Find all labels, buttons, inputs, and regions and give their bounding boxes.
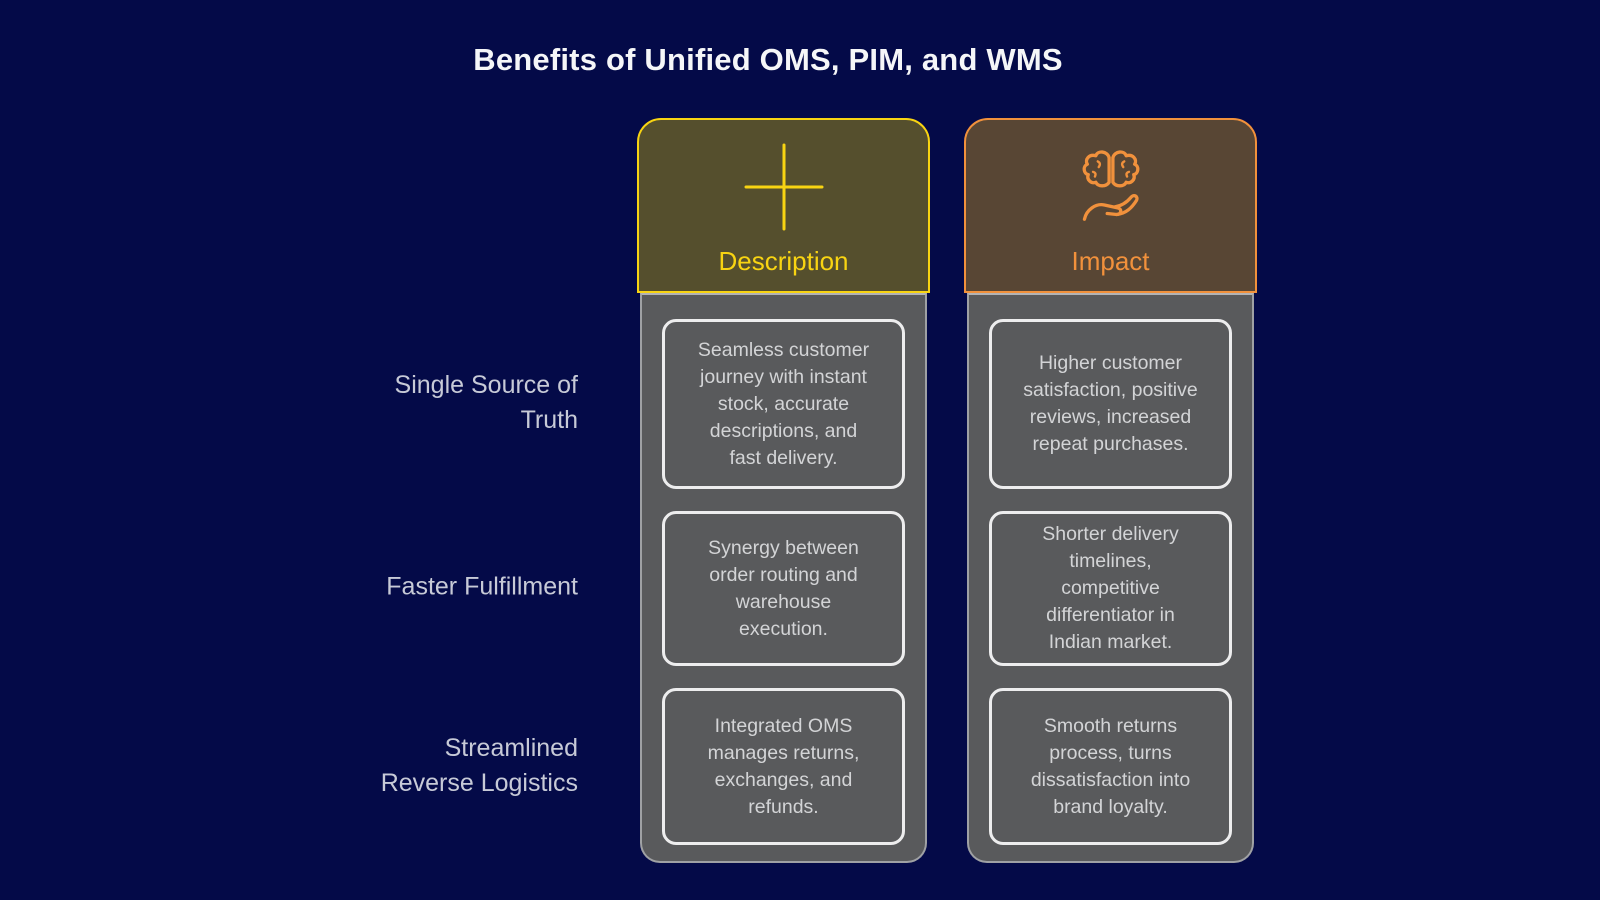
cell-description-faster-fulfillment: Synergy between order routing and wareho… bbox=[662, 511, 905, 666]
description-header: Description bbox=[637, 118, 930, 293]
cell-impact-faster-fulfillment: Shorter delivery timelines, competitive … bbox=[989, 511, 1232, 666]
cell-impact-single-source: Higher customer satisfaction, positive r… bbox=[989, 319, 1232, 489]
cell-description-reverse-logistics: Integrated OMS manages returns, exchange… bbox=[662, 688, 905, 845]
cell-description-single-source: Seamless customer journey with instant s… bbox=[662, 319, 905, 489]
column-impact: Impact Higher customer satisfaction, pos… bbox=[964, 118, 1257, 863]
impact-header: Impact bbox=[964, 118, 1257, 293]
row-label-streamlined-reverse-logistics: Streamlined Reverse Logistics bbox=[380, 734, 578, 797]
cell-impact-reverse-logistics: Smooth returns process, turns dissatisfa… bbox=[989, 688, 1232, 845]
page-title: Benefits of Unified OMS, PIM, and WMS bbox=[473, 42, 1063, 77]
column-description: Description Seamless customer journey wi… bbox=[637, 118, 930, 863]
impact-header-label: Impact bbox=[1071, 246, 1150, 276]
brain-hand-icon bbox=[1075, 140, 1147, 234]
description-body: Seamless customer journey with instant s… bbox=[640, 293, 927, 863]
row-label-single-source-of-truth: Single Source of Truth bbox=[394, 371, 578, 434]
description-header-label: Description bbox=[718, 246, 849, 276]
plus-icon bbox=[744, 140, 824, 234]
row-label-faster-fulfillment: Faster Fulfillment bbox=[386, 572, 578, 601]
impact-body: Higher customer satisfaction, positive r… bbox=[967, 293, 1254, 863]
